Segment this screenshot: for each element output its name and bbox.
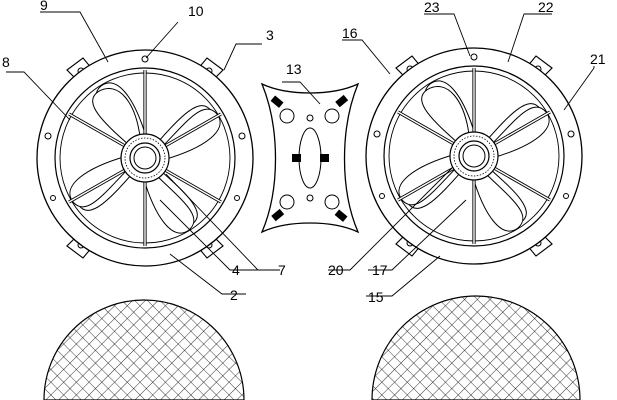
label-4: 4	[232, 262, 240, 278]
callout-labels: 9 10 3 8 13 16 23 22 21 4 7 2 20 17 15	[2, 0, 606, 305]
label-21: 21	[590, 51, 606, 67]
label-3: 3	[266, 27, 274, 43]
label-2: 2	[230, 287, 238, 303]
left-fan-assembly	[35, 48, 255, 268]
right-fan-assembly	[364, 46, 584, 266]
left-mesh-guard	[43, 299, 245, 400]
label-17: 17	[372, 262, 388, 278]
label-15: 15	[368, 289, 384, 305]
label-22: 22	[538, 0, 554, 15]
center-bracket-plate	[260, 82, 360, 234]
leader-lines	[6, 11, 595, 297]
label-16: 16	[342, 25, 358, 41]
label-8: 8	[2, 54, 10, 70]
right-mesh-guard	[371, 295, 581, 400]
label-20: 20	[328, 262, 344, 278]
label-10: 10	[188, 3, 204, 19]
label-9: 9	[40, 0, 48, 13]
label-7: 7	[278, 262, 286, 278]
label-13: 13	[286, 61, 302, 77]
label-23: 23	[424, 0, 440, 15]
